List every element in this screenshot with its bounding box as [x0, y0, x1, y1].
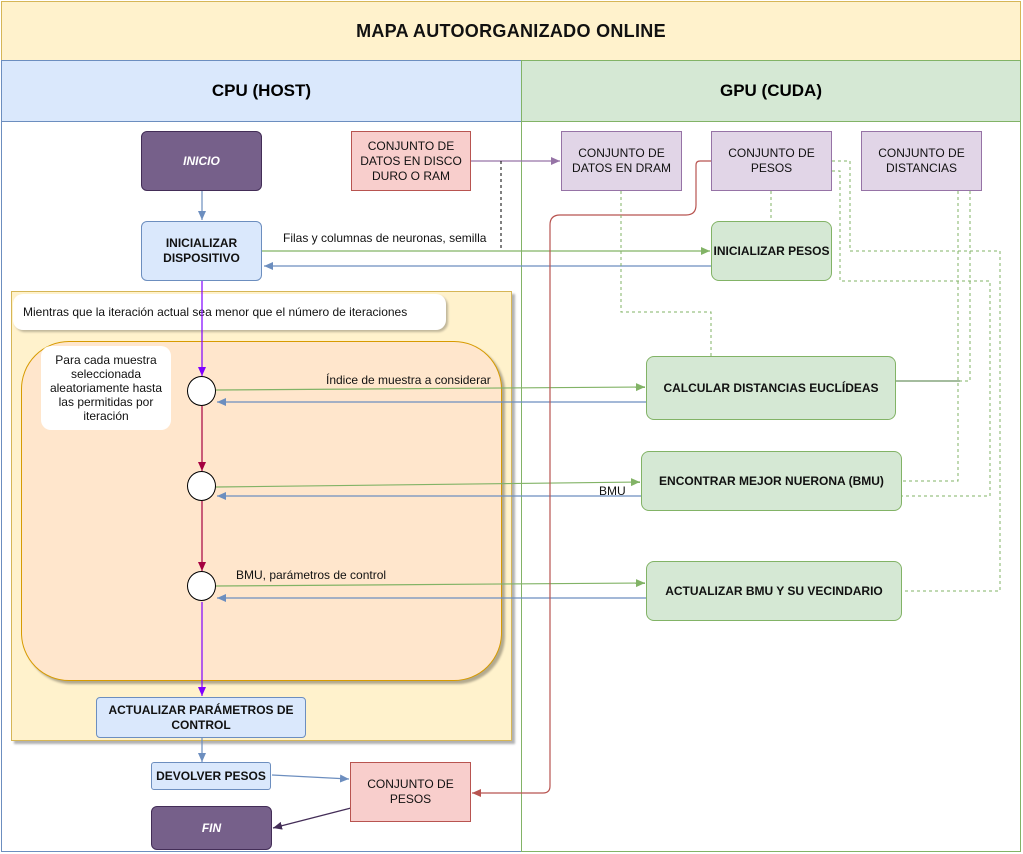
edge-pesos-bmu — [832, 170, 991, 497]
node-inicializar-dispositivo[interactable]: INICIALIZAR DISPOSITIVO — [141, 221, 262, 281]
node-datos-disco[interactable]: CONJUNTO DE DATOS EN DISCO DURO O RAM — [351, 131, 471, 191]
cpu-lane-header: CPU (HOST) — [1, 60, 522, 122]
edge-c3-to-actualizar — [215, 579, 646, 588]
label-bmu: BMU — [599, 484, 626, 498]
edge-c1-to-calcular — [215, 383, 646, 392]
outer-loop-label: Mientras que la iteración actual sea men… — [13, 294, 446, 330]
node-actualizar-bmu[interactable]: ACTUALIZAR BMU Y SU VECINDARIO — [646, 561, 902, 621]
gpu-lane-header: GPU (CUDA) — [521, 60, 1021, 122]
edge-distancias-calcular — [896, 191, 971, 382]
edge-pesos-fin — [272, 807, 352, 830]
node-actualizar-parametros[interactable]: ACTUALIZAR PARÁMETROS DE CONTROL — [96, 697, 306, 738]
inner-loop-label: Para cada muestra seleccionada aleatoria… — [41, 346, 171, 430]
edge-c2-to-bmu — [215, 478, 641, 488]
edge-dram-calcular-dashed — [620, 191, 712, 356]
node-inicio[interactable]: INICIO — [141, 131, 262, 191]
node-calcular-distancias[interactable]: CALCULAR DISTANCIAS EUCLÍDEAS — [646, 356, 896, 420]
loop-step-circle-2[interactable] — [187, 471, 216, 501]
node-pesos-cpu[interactable]: CONJUNTO DE PESOS — [350, 762, 471, 822]
gpu-lane — [521, 121, 1021, 852]
edge-distancias-bmu — [902, 191, 959, 482]
node-inicializar-pesos[interactable]: INICIALIZAR PESOS — [711, 221, 832, 281]
edge-pesos-actualizar — [832, 160, 1001, 592]
loop-step-circle-1[interactable] — [187, 376, 216, 406]
label-bmu-parametros: BMU, parámetros de control — [236, 568, 387, 582]
node-pesos-gpu[interactable]: CONJUNTO DE PESOS — [711, 131, 832, 191]
node-encontrar-bmu[interactable]: ENCONTRAR MEJOR NUERONA (BMU) — [641, 451, 902, 511]
node-devolver-pesos[interactable]: DEVOLVER PESOS — [151, 762, 271, 790]
node-fin[interactable]: FIN — [151, 806, 272, 850]
label-filas-columnas: Filas y columnas de neuronas, semilla — [283, 231, 487, 245]
edge-pesosgpu-to-pesoscpu — [472, 160, 711, 797]
edge-devolver-pesos — [271, 774, 350, 783]
node-datos-dram[interactable]: CONJUNTO DE DATOS EN DRAM — [561, 131, 682, 191]
label-indice-muestra: Índice de muestra a considerar — [326, 373, 491, 387]
node-distancias[interactable]: CONJUNTO DE DISTANCIAS — [861, 131, 982, 191]
diagram-title: MAPA AUTOORGANIZADO ONLINE — [1, 1, 1021, 61]
loop-step-circle-3[interactable] — [187, 571, 216, 601]
